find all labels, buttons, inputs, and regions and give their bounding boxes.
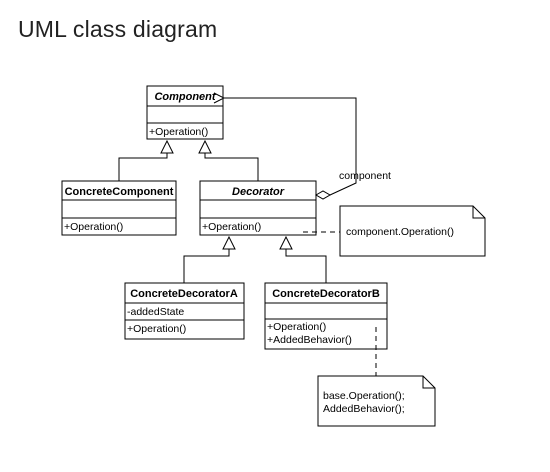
class-concrete-decorator-a-name: ConcreteDecoratorA bbox=[130, 288, 238, 300]
class-concrete-decorator-b-operation-1: +Operation() bbox=[267, 321, 326, 333]
class-concrete-decorator-a[interactable]: ConcreteDecoratorA -addedState +Operatio… bbox=[124, 282, 245, 340]
class-concrete-decorator-b[interactable]: ConcreteDecoratorB +Operation() +AddedBe… bbox=[264, 282, 388, 350]
class-concrete-decorator-a-attribute: -addedState bbox=[127, 306, 184, 318]
page-title: UML class diagram bbox=[18, 16, 218, 42]
class-component-operation: +Operation() bbox=[149, 126, 208, 138]
class-concrete-component[interactable]: ConcreteComponent +Operation() bbox=[61, 180, 177, 236]
class-concrete-decorator-b-name: ConcreteDecoratorB bbox=[272, 288, 380, 300]
class-concrete-decorator-a-operation: +Operation() bbox=[127, 323, 186, 335]
class-component[interactable]: Component +Operation() bbox=[146, 85, 224, 140]
note-decorator-b-line-1: base.Operation(); bbox=[323, 390, 405, 402]
generalization-to-decorator bbox=[183, 235, 327, 283]
note-decorator-b-line-2: AddedBehavior(); bbox=[323, 403, 405, 415]
class-concrete-component-name: ConcreteComponent bbox=[65, 186, 174, 198]
class-component-name: Component bbox=[154, 91, 216, 103]
generalization-to-component bbox=[118, 139, 259, 181]
note-decorator: component.Operation() bbox=[303, 205, 486, 257]
aggregation-component bbox=[224, 98, 357, 200]
association-label: component bbox=[339, 170, 391, 182]
class-decorator[interactable]: Decorator +Operation() bbox=[199, 180, 317, 236]
note-decorator-b: base.Operation(); AddedBehavior(); bbox=[317, 327, 436, 427]
class-decorator-operation: +Operation() bbox=[202, 221, 261, 233]
class-concrete-component-operation: +Operation() bbox=[64, 221, 123, 233]
note-decorator-line: component.Operation() bbox=[346, 226, 454, 238]
class-concrete-decorator-b-operation-2: +AddedBehavior() bbox=[267, 334, 352, 346]
class-decorator-name: Decorator bbox=[232, 186, 285, 198]
